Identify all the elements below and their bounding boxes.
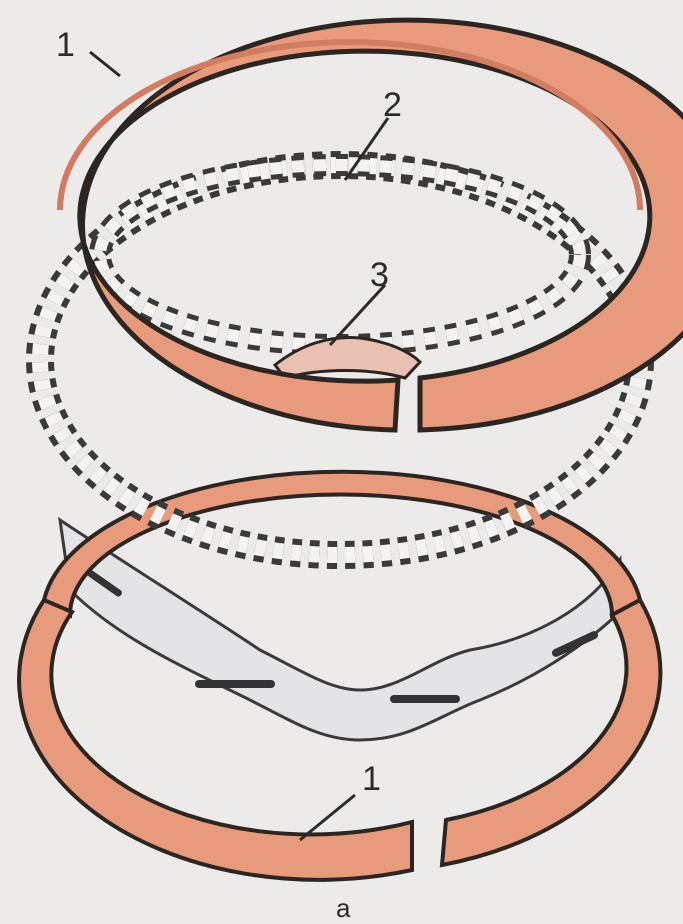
figure-caption: а (336, 893, 350, 924)
rail-slot (390, 695, 460, 703)
bottom-ring (19, 472, 660, 880)
callout-top-ring: 1 (56, 28, 75, 62)
callout-spring: 3 (370, 258, 389, 292)
leader-line-1 (90, 52, 120, 76)
rail-spring (60, 520, 622, 740)
leader-line-3 (330, 285, 385, 345)
callout-expander: 2 (383, 88, 402, 122)
rail-slot (195, 680, 275, 688)
callout-bottom-ring: 1 (362, 762, 381, 796)
